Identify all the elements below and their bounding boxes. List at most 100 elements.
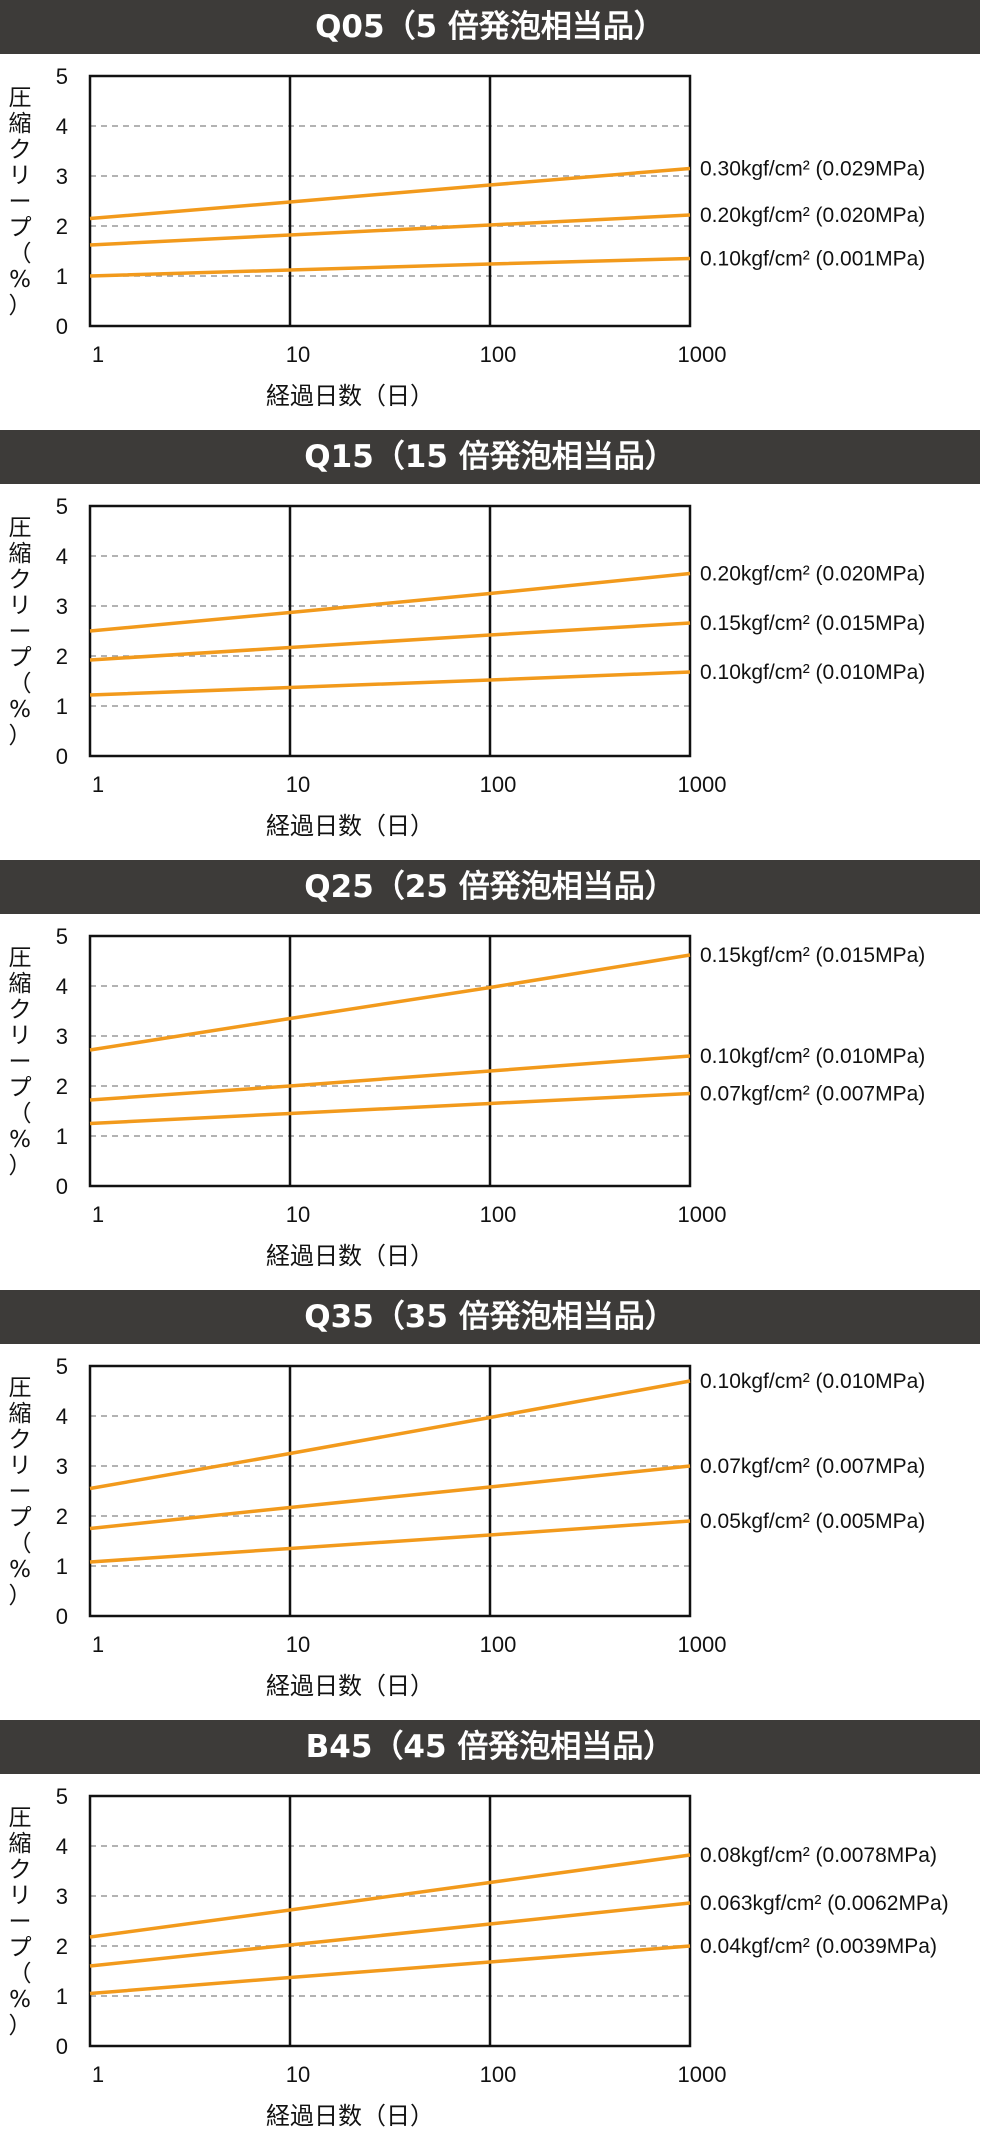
y-tick-label: 2 bbox=[56, 1934, 68, 1959]
x-axis-label: 経過日数（日） bbox=[266, 2102, 434, 2130]
series-line bbox=[89, 953, 691, 1052]
y-tick-label: 4 bbox=[56, 544, 68, 569]
x-axis-label: 経過日数（日） bbox=[266, 812, 434, 840]
x-tick-label: 10 bbox=[286, 1632, 310, 1657]
x-tick-label: 1 bbox=[92, 1632, 104, 1657]
series-line bbox=[89, 1519, 691, 1564]
y-tick-label: 4 bbox=[56, 1404, 68, 1429]
y-tick-label: 5 bbox=[56, 64, 68, 89]
x-tick-label: 100 bbox=[480, 1202, 517, 1227]
y-tick-label: 4 bbox=[56, 974, 68, 999]
series-label: 0.15kgf/cm² (0.015MPa) bbox=[700, 944, 925, 967]
plot-frame bbox=[88, 1364, 692, 1618]
x-tick-label: 10 bbox=[286, 772, 310, 797]
series-line bbox=[89, 571, 691, 633]
y-tick-label: 1 bbox=[56, 1984, 68, 2009]
x-axis-label: 経過日数（日） bbox=[266, 1242, 434, 1270]
y-tick-label: 1 bbox=[56, 264, 68, 289]
y-tick-label: 0 bbox=[56, 1604, 68, 1629]
x-tick-label: 10 bbox=[286, 2062, 310, 2087]
x-tick-label: 1000 bbox=[678, 1202, 727, 1227]
x-tick-label: 10 bbox=[286, 1202, 310, 1227]
x-tick-label: 100 bbox=[480, 2062, 517, 2087]
y-tick-label: 5 bbox=[56, 1354, 68, 1379]
series-label: 0.04kgf/cm² (0.0039MPa) bbox=[700, 1935, 937, 1958]
x-tick-label: 1 bbox=[92, 2062, 104, 2087]
x-tick-label: 1000 bbox=[678, 772, 727, 797]
series-line bbox=[89, 1091, 691, 1126]
y-tick-label: 3 bbox=[56, 1454, 68, 1479]
y-axis-label: 圧縮クリープ（%） bbox=[9, 945, 32, 1179]
chart-title: Q15（15 倍発泡相当品） bbox=[0, 430, 980, 484]
x-tick-label: 1000 bbox=[678, 2062, 727, 2087]
series-label: 0.08kgf/cm² (0.0078MPa) bbox=[700, 1844, 937, 1867]
y-tick-label: 1 bbox=[56, 1554, 68, 1579]
series-line bbox=[89, 1054, 691, 1102]
y-tick-label: 4 bbox=[56, 1834, 68, 1859]
series-line bbox=[89, 670, 691, 697]
x-axis-label: 経過日数（日） bbox=[266, 382, 434, 410]
y-tick-label: 2 bbox=[56, 1504, 68, 1529]
chart-title: B45（45 倍発泡相当品） bbox=[0, 1720, 980, 1774]
y-tick-label: 1 bbox=[56, 1124, 68, 1149]
y-axis-label: 圧縮クリープ（%） bbox=[9, 1805, 32, 2039]
x-tick-label: 1 bbox=[92, 1202, 104, 1227]
chart-title: Q35（35 倍発泡相当品） bbox=[0, 1290, 980, 1344]
x-tick-label: 1000 bbox=[678, 1632, 727, 1657]
x-axis-label: 経過日数（日） bbox=[266, 1672, 434, 1700]
plot-frame bbox=[88, 1794, 692, 2048]
series-label: 0.30kgf/cm² (0.029MPa) bbox=[700, 158, 925, 181]
chart-title: Q25（25 倍発泡相当品） bbox=[0, 860, 980, 914]
series-label: 0.10kgf/cm² (0.010MPa) bbox=[700, 1045, 925, 1068]
x-tick-label: 100 bbox=[480, 772, 517, 797]
series-line bbox=[89, 1853, 691, 1939]
x-tick-label: 1000 bbox=[678, 342, 727, 367]
x-tick-label: 100 bbox=[480, 1632, 517, 1657]
series-label: 0.20kgf/cm² (0.020MPa) bbox=[700, 204, 925, 227]
series-line bbox=[89, 166, 691, 221]
y-tick-label: 0 bbox=[56, 1174, 68, 1199]
y-tick-label: 3 bbox=[56, 1024, 68, 1049]
y-tick-label: 3 bbox=[56, 594, 68, 619]
y-tick-label: 2 bbox=[56, 214, 68, 239]
y-tick-label: 0 bbox=[56, 744, 68, 769]
series-line bbox=[89, 621, 691, 662]
series-label: 0.10kgf/cm² (0.010MPa) bbox=[700, 1370, 925, 1393]
series-label: 0.07kgf/cm² (0.007MPa) bbox=[700, 1455, 925, 1478]
y-tick-label: 0 bbox=[56, 314, 68, 339]
y-tick-label: 5 bbox=[56, 924, 68, 949]
series-line bbox=[89, 1944, 691, 1996]
y-axis-label: 圧縮クリープ（%） bbox=[9, 515, 32, 749]
y-tick-label: 2 bbox=[56, 1074, 68, 1099]
y-tick-label: 4 bbox=[56, 114, 68, 139]
series-label: 0.10kgf/cm² (0.001MPa) bbox=[700, 248, 925, 271]
x-tick-label: 10 bbox=[286, 342, 310, 367]
plot-frame bbox=[88, 74, 692, 328]
series-label: 0.15kgf/cm² (0.015MPa) bbox=[700, 612, 925, 635]
x-tick-label: 1 bbox=[92, 772, 104, 797]
y-tick-label: 5 bbox=[56, 494, 68, 519]
y-tick-label: 1 bbox=[56, 694, 68, 719]
series-label: 0.10kgf/cm² (0.010MPa) bbox=[700, 661, 925, 684]
chart-title: Q05（5 倍発泡相当品） bbox=[0, 0, 980, 54]
y-tick-label: 2 bbox=[56, 644, 68, 669]
plot-frame bbox=[88, 934, 692, 1188]
x-tick-label: 100 bbox=[480, 342, 517, 367]
series-line bbox=[89, 256, 691, 278]
series-line bbox=[89, 1901, 691, 1968]
y-axis-label: 圧縮クリープ（%） bbox=[9, 85, 32, 319]
x-tick-label: 1 bbox=[92, 342, 104, 367]
y-axis-label: 圧縮クリープ（%） bbox=[9, 1375, 32, 1609]
y-tick-label: 0 bbox=[56, 2034, 68, 2059]
y-tick-label: 5 bbox=[56, 1784, 68, 1809]
series-line bbox=[89, 213, 691, 247]
